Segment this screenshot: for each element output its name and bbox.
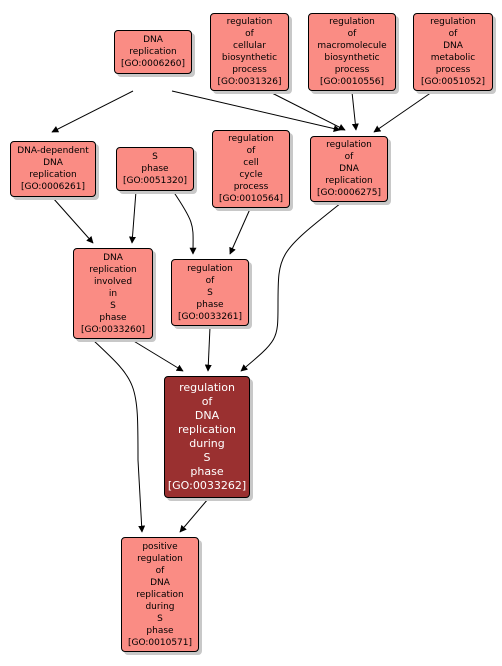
node-label-line: process [233,182,269,192]
node-label-line: regulation [179,381,235,394]
node-label-line: process [232,65,267,75]
node-label-line: regulation [228,134,274,144]
node-label-line: replication [29,170,77,180]
node-label-line: [GO:0033262] [167,479,247,492]
node-label-line: of [155,565,165,576]
node-label-line: DNA [443,41,463,51]
node-label-line: [GO:0006275] [316,188,382,198]
node-label-line: S [157,613,163,624]
node-label-line: DNA [143,35,163,45]
node-label-line: replication [136,589,184,600]
edge-s_phase-to-dna_rep_s_phase [128,190,137,244]
node-label-line: cell [243,158,259,168]
node-label-line: replication [89,264,137,275]
node-label-line: of [344,152,354,162]
edge-dna_rep_s_phase-to-pos_reg_dna_rep_s_phase [92,339,146,533]
edge-reg_dna_metabolic-to-reg_dna_replication [373,91,433,133]
edge-reg_cell_biosynth-to-reg_dna_replication [269,91,346,131]
node-regulation-of-macromolecule-biosynthetic-process[interactable]: regulation of macromolecule biosynthetic pro… [308,13,396,91]
node-label-line: regulation [329,17,375,27]
node-label-line: DNA [43,158,63,168]
node-label-line: [GO:0010564] [218,194,284,204]
node-label-line: during [189,437,225,450]
node-label-line: cycle [239,170,263,180]
node-label-line: [GO:0006260] [120,59,186,69]
node-label-line: [GO:0010556] [319,77,385,87]
edge-dna_dependent_replication-to-dna_rep_s_phase [52,197,94,244]
node-label-line: phase [141,164,169,174]
node-label-line: replication [325,176,373,186]
node-label-line: process [334,65,370,75]
node-label-line: involved [93,276,133,287]
node-label-line: DNA-dependent [17,146,89,156]
node-label-line: [GO:0031326] [217,77,282,87]
node-label-line: [GO:0051320] [122,176,188,186]
node-label-line: [GO:0033261] [177,311,243,322]
node-label-line: regulation [226,17,273,27]
node-label-line: S [203,451,211,464]
node-label-line: [GO:0051052] [420,77,486,87]
node-regulation-of-cell-cycle-process[interactable]: regulation of cell cycle process [GO:0010564] [212,130,290,208]
node-label-line: regulation [137,553,183,564]
node-label-line: of [448,29,458,39]
node-label-line: biosynthetic [324,53,380,63]
node-label-line: cellular [233,41,266,51]
node-label-line: of [245,29,254,39]
node-label-line: phase [146,625,174,636]
node-label-line: [GO:0033260] [80,324,146,335]
node-dna-replication[interactable]: DNA replication [GO:0006260] [114,30,192,74]
node-label-line: of [347,29,357,39]
node-label-line: replication [177,423,236,436]
node-label-line: of [201,395,213,408]
node-label-line: regulation [430,17,476,27]
edge-reg_dna_rep_s_phase-to-pos_reg_dna_rep_s_phase [179,498,209,533]
edge-dna_replication-to-dna_dependent_replication [51,90,134,133]
node-label-line: in [108,288,118,299]
node-label-line: positive [142,541,178,552]
node-label-line: [GO:0006261] [20,182,86,192]
node-label-line: DNA [194,409,220,422]
node-label-line: of [205,275,215,286]
node-label-line: S [207,287,213,298]
node-label-line: DNA [150,577,170,588]
node-label-line: during [145,601,175,612]
edge-reg_dna_replication-to-reg_dna_rep_s_phase [240,202,342,372]
node-label-line: S [152,152,158,162]
node-label-line: metabolic [430,53,476,63]
node-label-line: [GO:0010571] [127,637,193,648]
edge-reg_s_phase-to-reg_dna_rep_s_phase [204,326,212,372]
node-label-line: phase [99,312,127,323]
node-label-line: biosynthetic [221,53,278,63]
edge-reg_macro_biosynth-to-reg_dna_replication [351,91,359,131]
edge-dna_replication-to-reg_dna_replication [171,90,341,132]
edge-dna_rep_s_phase-to-reg_dna_rep_s_phase [131,339,184,372]
node-label-line: phase [190,465,224,478]
node-label-line: DNA [103,252,123,263]
node-label-line: phase [196,299,224,310]
node-label-line: regulation [326,140,372,150]
node-label-line: macromolecule [317,41,387,51]
edge-s_phase-to-reg_s_phase [172,190,197,255]
edge-reg_cell_cycle-to-reg_s_phase [229,208,251,255]
node-label-line: replication [129,47,177,57]
node-label-line: S [110,300,116,311]
node-label-line: regulation [187,263,233,274]
node-label-line: of [246,146,256,156]
node-regulation-of-cellular-biosynthetic-process[interactable]: regulation of cellular biosynthetic process [… [210,13,289,91]
node-label-line: DNA [339,164,359,174]
node-label-line: process [435,65,471,75]
